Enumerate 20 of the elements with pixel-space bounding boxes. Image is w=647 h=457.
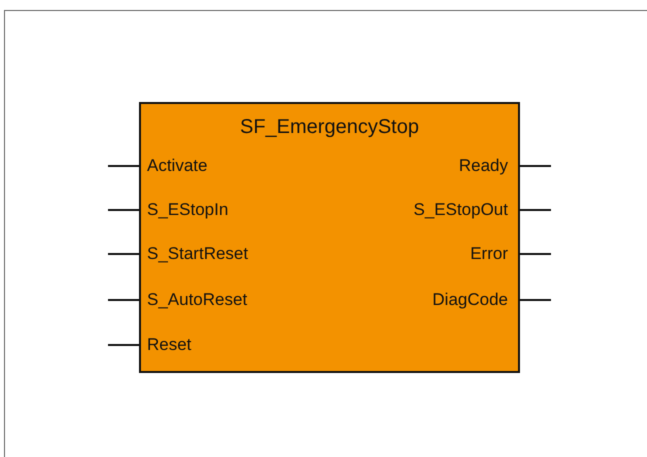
output-pin-label: DiagCode — [432, 288, 518, 312]
input-pin-label: S_StartReset — [141, 242, 248, 266]
input-pin-label: Activate — [141, 154, 208, 178]
input-pin-label: S_AutoReset — [141, 288, 248, 312]
output-pin-label: Error — [470, 242, 518, 266]
block-title: SF_EmergencyStop — [239, 116, 420, 139]
pin-line — [108, 253, 141, 255]
input-pin-label: S_EStopIn — [141, 198, 228, 222]
pin-line — [108, 165, 141, 167]
output-pin-label: Ready — [458, 154, 518, 178]
input-pin-label: Reset — [141, 333, 192, 357]
pin-line — [108, 209, 141, 211]
pin-line — [518, 165, 551, 167]
pin-line — [108, 299, 141, 301]
function-block — [139, 102, 520, 373]
pin-line — [518, 209, 551, 211]
output-pin-label: S_EStopOut — [413, 198, 518, 222]
pin-line — [518, 253, 551, 255]
pin-line — [108, 344, 141, 346]
pin-line — [518, 299, 551, 301]
